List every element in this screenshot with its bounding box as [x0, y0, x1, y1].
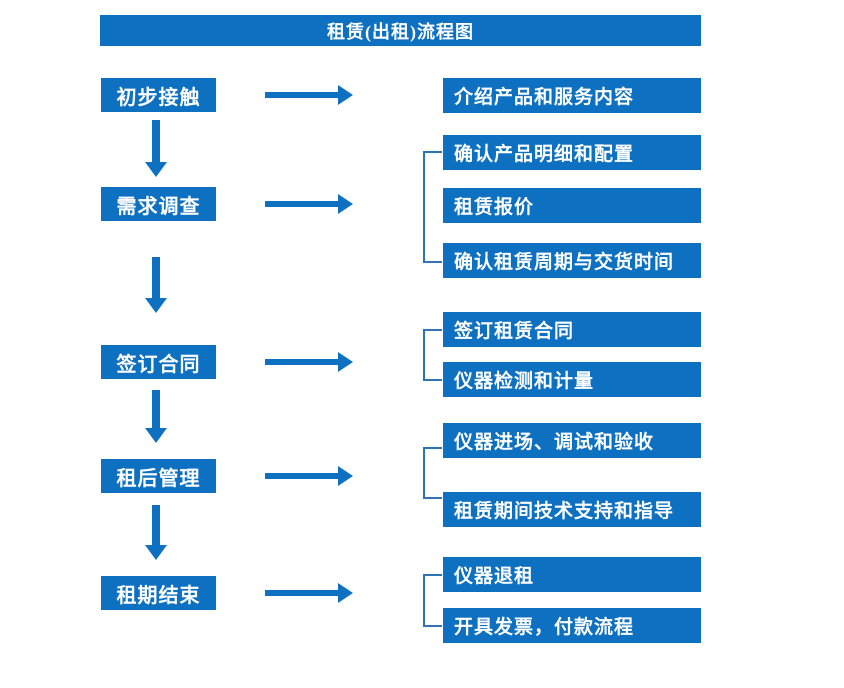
- right-arrow-icon: [265, 352, 353, 372]
- flowchart-title: 租赁(出租)流程图: [100, 15, 701, 46]
- group-bracket: [423, 151, 442, 263]
- stage-box-initial-contact: 初步接触: [101, 78, 216, 112]
- output-box-introduce-products-services: 介绍产品和服务内容: [443, 78, 701, 113]
- down-arrow-icon: [145, 257, 167, 313]
- stage-box-lease-end: 租期结束: [101, 576, 216, 610]
- right-arrow-icon: [265, 583, 353, 603]
- stage-box-demand-survey: 需求调查: [101, 187, 216, 221]
- right-arrow-icon: [265, 466, 353, 486]
- down-arrow-icon: [145, 390, 167, 443]
- output-box-confirm-period-delivery: 确认租赁周期与交货时间: [443, 243, 701, 278]
- right-arrow-icon: [265, 85, 353, 105]
- output-box-instrument-setup-acceptance: 仪器进场、调试和验收: [443, 423, 701, 458]
- output-box-instrument-return: 仪器退租: [443, 557, 701, 592]
- output-box-instrument-testing: 仪器检测和计量: [443, 362, 701, 397]
- group-bracket: [423, 329, 442, 381]
- output-box-sign-rental-contract: 签订租赁合同: [443, 312, 701, 347]
- right-arrow-icon: [265, 194, 353, 214]
- down-arrow-icon: [145, 120, 167, 177]
- output-box-rental-quotation: 租赁报价: [443, 188, 701, 223]
- group-bracket: [423, 447, 442, 499]
- group-bracket: [423, 574, 442, 627]
- output-box-invoice-payment: 开具发票，付款流程: [443, 608, 701, 643]
- output-box-tech-support-guidance: 租赁期间技术支持和指导: [443, 492, 701, 527]
- output-box-confirm-product-details: 确认产品明细和配置: [443, 135, 701, 170]
- down-arrow-icon: [145, 505, 167, 560]
- stage-box-sign-contract: 签订合同: [101, 345, 216, 379]
- stage-box-post-rental-mgmt: 租后管理: [101, 459, 216, 493]
